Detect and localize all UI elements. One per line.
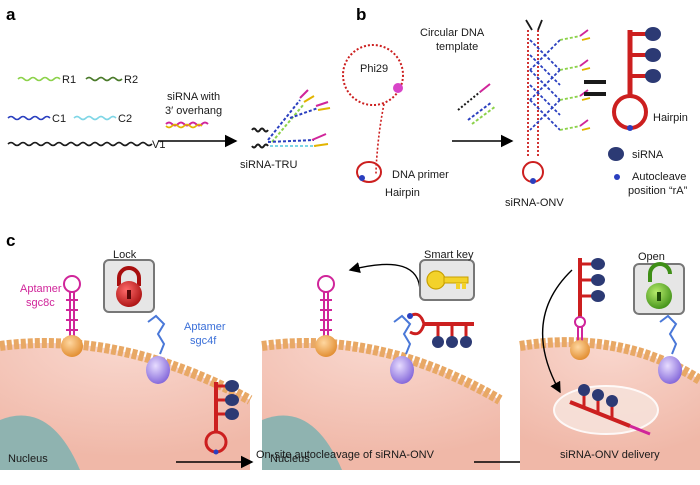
sirna-onv-structure — [522, 19, 591, 183]
cell-1 — [0, 338, 253, 470]
sirna-onv-bound — [407, 312, 474, 348]
legend-autocleave-icon — [614, 174, 620, 180]
aptamer-sgc8c-1 — [63, 275, 81, 338]
hairpin-loop-b — [356, 161, 382, 183]
legend-hairpin: Hairpin — [653, 112, 688, 124]
strand-c2 — [73, 115, 117, 121]
lock-label: Lock — [113, 249, 137, 261]
aptamer-sgc8c-2 — [317, 275, 335, 338]
sirna-delivered — [569, 384, 651, 436]
receptor-purple-2 — [390, 356, 414, 384]
receptor-orange-2 — [315, 335, 337, 357]
legend-sirna-icon — [608, 147, 624, 161]
aptamer2-label-2: sgc4f — [190, 335, 217, 347]
receptor-orange-1 — [61, 335, 83, 357]
panel-a-label: a — [6, 5, 16, 24]
sirna-overhang — [165, 121, 209, 127]
sirna-tru-label: siRNA-TRU — [240, 159, 297, 171]
legend-c2: C2 — [118, 113, 132, 125]
sirna-fragment-b — [457, 83, 497, 125]
sirna-onv-free — [204, 380, 239, 455]
legend-r1: R1 — [62, 74, 76, 86]
legend-autocleave-2: position “rA” — [628, 185, 688, 197]
lock-closed-icon — [116, 266, 142, 307]
step2-label: siRNA-ONV delivery — [560, 449, 660, 461]
sirna-tru-structure — [251, 89, 331, 149]
legend-v1: V1 — [152, 139, 165, 151]
strand-r2 — [85, 76, 123, 82]
strand-c1 — [7, 115, 51, 121]
panel-a-legend: R1 R2 C1 C2 V1 — [7, 74, 165, 151]
nucleus-label-1: Nucleus — [8, 453, 48, 465]
arrow-label-2: 3′ overhang — [165, 105, 222, 117]
aptamer1-label-2: sgc8c — [26, 297, 55, 309]
onv-legend-glyph — [612, 27, 661, 131]
strand-r1 — [17, 76, 61, 82]
step1-label: On-site autocleavage of siRNA-ONV — [256, 449, 435, 461]
cell-2 — [261, 338, 503, 470]
panel-c-label: c — [6, 231, 15, 250]
legend-sirna: siRNA — [632, 149, 664, 161]
sirna-onv-label: siRNA-ONV — [505, 197, 564, 209]
legend-autocleave-1: Autocleave — [632, 171, 686, 183]
primer-label: DNA primer — [392, 169, 449, 181]
template-label-2: template — [436, 41, 478, 53]
legend-r2: R2 — [124, 74, 138, 86]
arrow-label-1: siRNA with — [167, 91, 220, 103]
smart-key-label: Smart key — [424, 249, 474, 261]
curved-arrow-entry — [541, 269, 573, 394]
sirna-onv-cell3 — [578, 258, 605, 318]
key-icon — [426, 270, 469, 290]
aptamer2-label-1: Aptamer — [184, 321, 226, 333]
equals-bottom — [584, 92, 606, 96]
legend-c1: C1 — [52, 113, 66, 125]
receptor-purple-3 — [658, 356, 682, 384]
nucleus-label-2: Nucleus — [270, 453, 310, 465]
curved-arrow-key — [348, 262, 421, 293]
strand-v1 — [7, 141, 153, 147]
lock-open-icon — [646, 262, 672, 309]
hairpin-label-b: Hairpin — [385, 187, 420, 199]
aptamer-sgc4f-2 — [393, 314, 412, 355]
equals-top — [584, 80, 606, 84]
receptor-orange-3 — [570, 340, 590, 360]
aptamer-sgc4f-3 — [659, 314, 678, 355]
phi29-label: Phi29 — [360, 63, 388, 75]
receptor-purple-1 — [146, 356, 170, 384]
aptamer-sgc4f-1 — [147, 314, 166, 355]
template-label-1: Circular DNA — [420, 27, 485, 39]
aptamer-sgc8c-3 — [574, 316, 586, 341]
open-label: Open — [638, 251, 665, 263]
circular-dna-template — [342, 44, 404, 175]
aptamer1-label-1: Aptamer — [20, 283, 62, 295]
panel-b-label: b — [356, 5, 366, 24]
